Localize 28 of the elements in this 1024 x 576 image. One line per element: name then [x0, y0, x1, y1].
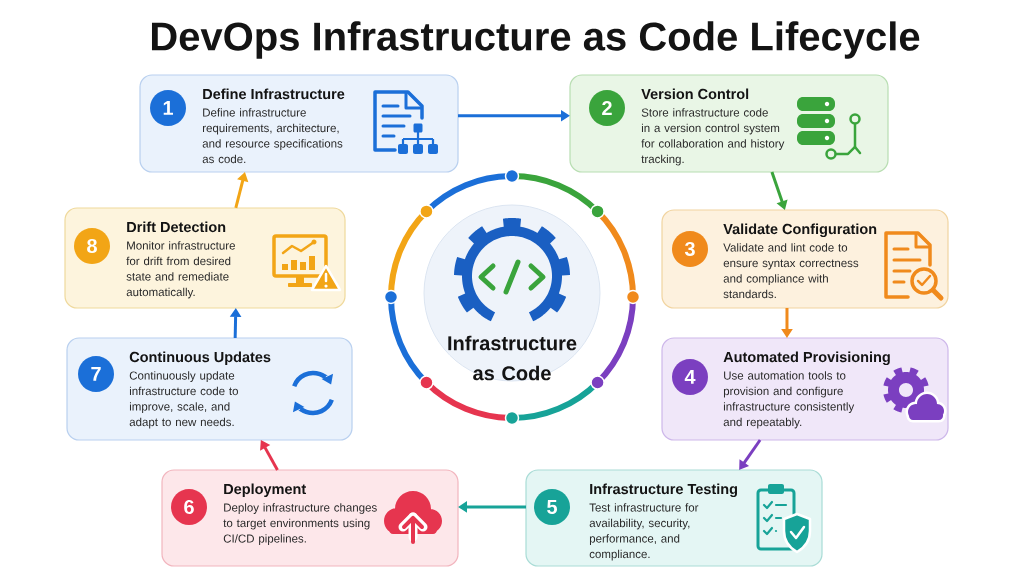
number-badge: 1	[150, 90, 186, 126]
number-badge: 8	[74, 228, 110, 264]
step-description: Store infrastructure code in a version control system for collaboration and history tracking.	[641, 108, 785, 166]
step-title: Validate Configuration	[723, 223, 877, 238]
step-title: Infrastructure Testing	[590, 483, 737, 498]
step-description: Monitor infrastructure for drift from desired state and remediate automatically.	[126, 241, 235, 299]
number-badge: 2	[589, 90, 625, 126]
number-badge: 7	[78, 356, 114, 392]
step-title: Drift Detection	[127, 221, 226, 233]
step-title: Deployment	[224, 483, 306, 497]
number-badge: 6	[171, 489, 207, 525]
arrow	[260, 440, 279, 471]
step-description: Validate and lint code to ensure syntax correctness and compliance with standards.	[723, 243, 859, 299]
number-badge: 5	[534, 489, 570, 525]
step-description: Test infrastructure for availability, security, performance, and compliance.	[589, 503, 699, 561]
step-title: Define Infrastructure	[203, 88, 345, 100]
diagram-title: DevOps Infrastructure as Code Lifecycle	[152, 21, 920, 59]
arrow	[739, 439, 762, 470]
step-description: Use automation tools to provision and configure infrastructure consistently and repeatably.	[723, 371, 855, 429]
step-description: Continuously update infrastructure code to improve, scale, and adapt to new needs.	[129, 371, 238, 429]
step-description: Define infrastructure requirements, architecture, and resource specifications as code.	[202, 108, 343, 164]
step-title: Automated Provisioning	[723, 351, 890, 366]
step-title: Continuous Updates	[129, 351, 271, 365]
number-badge: 3	[672, 231, 708, 267]
arrow	[770, 171, 788, 210]
number-badge: 4	[672, 359, 708, 395]
step-title: Version Control	[641, 88, 749, 100]
step-description: Deploy infrastructure changes to target environments using CI/CD pipelines.	[223, 503, 377, 545]
